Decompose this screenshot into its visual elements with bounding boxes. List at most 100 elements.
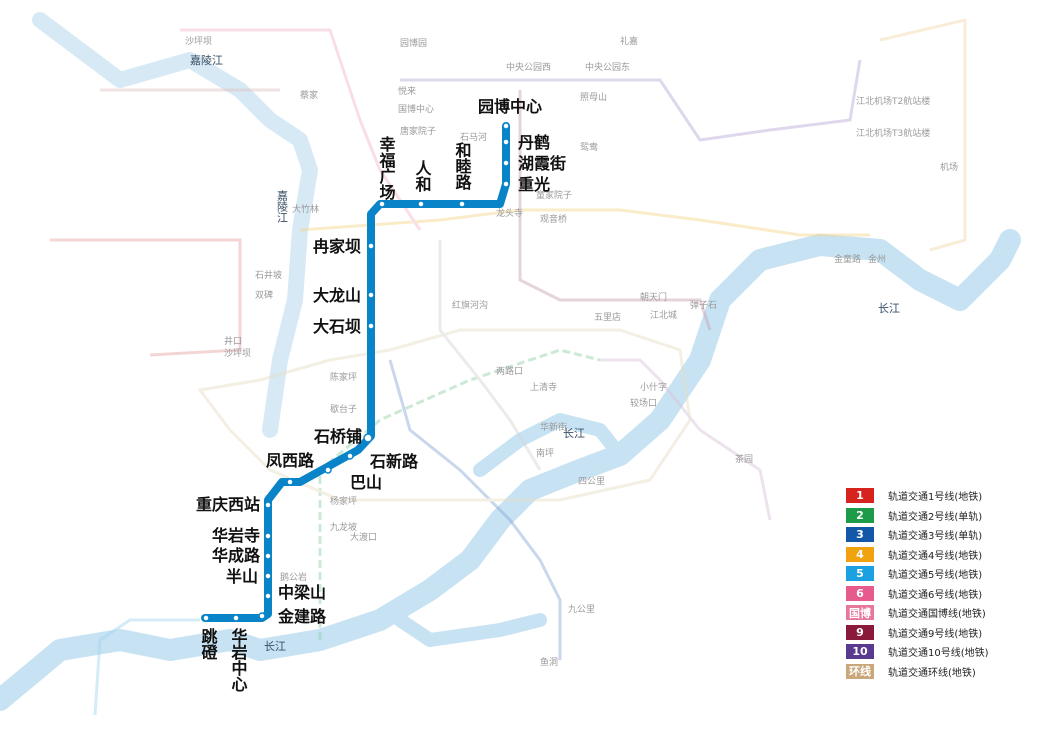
faint-label: 四公里 [578,476,605,487]
station-dot[interactable] [264,572,272,580]
station-dot[interactable] [417,200,425,208]
faint-label: 鹅公岩 [280,571,307,583]
faint-label: 金州 [868,253,886,265]
station-dot[interactable] [258,612,266,620]
station-label: 重庆西站 [196,495,260,514]
station-dot[interactable] [363,433,373,443]
station-label: 大石坝 [313,317,361,336]
faint-label: 鱼洞 [540,656,558,668]
station-label: 巴山 [350,473,382,492]
legend-badge: 10 [846,644,874,660]
station-dot[interactable] [324,466,332,474]
legend-item: 3 轨道交通3号线(单轨) [846,525,1046,545]
faint-label: 童家院子 [536,189,572,201]
line-gray-1 [438,240,542,471]
faint-label: 石井坡 [255,269,282,281]
station-dot[interactable] [367,242,375,250]
station-label: 人和 [413,160,432,193]
station-dot[interactable] [502,138,510,146]
faint-label: 南坪 [536,447,554,459]
station-label: 冉家坝 [313,237,361,256]
faint-label: 石马河 [460,131,487,143]
faint-label: 九龙坡 [330,521,357,533]
station-dot[interactable] [232,614,240,622]
station-dot[interactable] [367,291,375,299]
station-label: 凤西路 [266,451,315,470]
station-dot[interactable] [367,322,375,330]
legend-item: 10 轨道交通10号线(地铁) [846,642,1046,662]
background-lines [50,18,967,716]
station-dot[interactable] [502,180,510,188]
faint-label: 唐家院子 [400,125,436,137]
station-dot[interactable] [346,452,354,460]
station-label: 华岩中心 [229,627,249,692]
jialing-river [32,12,318,438]
station-dot[interactable] [264,532,272,540]
legend-label: 轨道交通10号线(地铁) [888,648,989,660]
legend-badge: 国博 [846,605,874,621]
legend-badge: 5 [846,566,874,582]
faint-label: 机场 [940,161,958,173]
line-gray-2 [600,358,772,521]
legend-badge: 4 [846,546,874,562]
station-label: 和睦路 [453,141,472,191]
line-4 [299,208,870,237]
faint-label: 金童路 [834,253,861,265]
line-9 [518,90,712,331]
legend-label: 轨道交通2号线(单轨) [888,511,983,523]
river-label: 嘉陵江 [276,189,289,223]
station-label: 丹鹤 [518,133,550,152]
faint-label: 鸳鸯 [580,141,598,153]
station-label: 大龙山 [313,286,361,305]
station-dot[interactable] [264,592,272,600]
legend-label: 轨道交通1号线(地铁) [888,492,983,504]
station-dot[interactable] [502,122,510,130]
line-2 [318,348,601,640]
legend-badge: 2 [846,507,874,523]
river-label: 嘉陵江 [190,53,223,67]
faint-label: 大竹林 [292,203,319,215]
rivers [0,12,1021,711]
station-label: 跳磴 [199,627,218,661]
station-dot[interactable] [378,200,386,208]
line-6 [180,28,422,231]
legend-item: 国博 轨道交通国博线(地铁) [846,603,1046,623]
legend-item: 环线 轨道交通环线(地铁) [846,662,1046,682]
legend-label: 轨道交通环线(地铁) [888,667,976,679]
station-dot[interactable] [202,614,210,622]
faint-label: 红旗河沟 [452,299,488,311]
faint-label: 小什字 [640,381,667,393]
faint-label: 陈家坪 [330,371,357,383]
faint-label: 沙坪坝 [185,36,212,47]
station-dot[interactable] [502,159,510,167]
legend-label: 轨道交通4号线(地铁) [888,550,983,562]
legend-badge: 9 [846,624,874,640]
faint-label: 礼嘉 [620,35,638,47]
line-legend: 1 轨道交通1号线(地铁) 2 轨道交通2号线(单轨) 3 轨道交通3号线(单轨… [846,486,1046,681]
faint-label: 歇台子 [330,403,357,415]
yangtze-river-branch [473,413,627,477]
legend-label: 轨道交通5号线(地铁) [888,570,983,582]
station-label: 湖霞街 [518,154,566,173]
station-label: 华岩寺 [212,526,260,545]
station-dot[interactable] [264,552,272,560]
faint-label: 江北机场T2航站楼 [856,95,930,107]
station-dot[interactable] [458,200,466,208]
line-1 [50,238,242,357]
faint-label: 观音桥 [540,213,567,225]
legend-item: 6 轨道交通6号线(地铁) [846,584,1046,604]
faint-label: 九公里 [568,604,595,615]
legend-badge: 6 [846,585,874,601]
station-dot[interactable] [286,478,294,486]
river-labels: 嘉陵江 嘉陵江 长江 长江 长江 [190,53,900,653]
legend-item: 1 轨道交通1号线(地铁) [846,486,1046,506]
station-label: 幸福广场 [377,135,397,201]
river-south-bend [393,613,547,647]
station-label: 重光 [518,175,550,194]
station-dot[interactable] [264,501,272,509]
legend-label: 轨道交通6号线(地铁) [888,589,983,601]
faint-label: 蔡家 [300,89,318,101]
faint-label: 园博园 [400,37,427,49]
station-label: 石新路 [369,452,419,471]
